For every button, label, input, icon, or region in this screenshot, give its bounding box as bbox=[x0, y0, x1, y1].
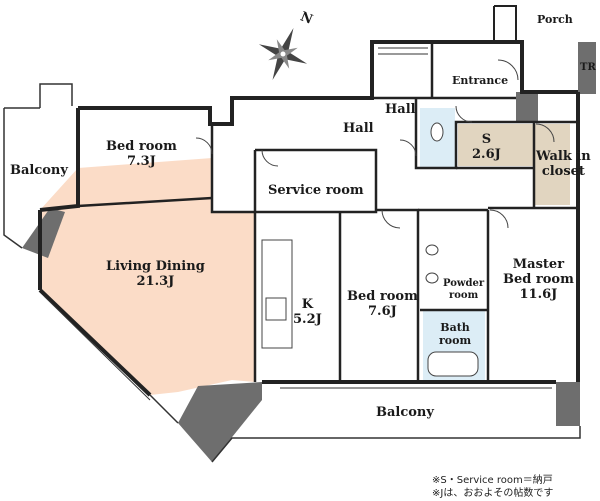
label-service-room: Service room bbox=[268, 183, 364, 198]
walk-in-closet-floor bbox=[534, 124, 570, 205]
master-bedroom-line2: Bed room bbox=[503, 271, 574, 287]
label-balcony-south: Balcony bbox=[376, 405, 434, 420]
label-tr: TR bbox=[580, 62, 596, 73]
porch-outline bbox=[493, 5, 517, 42]
powder-room-line1: Powder bbox=[443, 278, 485, 289]
storage-size: 2.6J bbox=[472, 146, 501, 162]
label-bedroom-center: Bed room 7.6J bbox=[347, 289, 418, 320]
powder-room-line2: room bbox=[448, 289, 479, 301]
master-bedroom-line1: Master bbox=[512, 257, 565, 272]
label-balcony-west: Balcony bbox=[10, 163, 68, 178]
walk-in-closet-line1: Walk in bbox=[536, 149, 591, 164]
bedroom-west-name: Bed room bbox=[106, 139, 177, 154]
basin-1 bbox=[425, 244, 439, 256]
label-porch: Porch bbox=[537, 13, 573, 26]
label-storage: S 2.6J bbox=[472, 132, 501, 163]
kitchen-sink bbox=[265, 297, 287, 321]
living-dining-size: 21.3J bbox=[136, 273, 175, 289]
column-south bbox=[178, 382, 262, 462]
interior-walls bbox=[77, 42, 578, 382]
kitchen-counter bbox=[261, 239, 293, 349]
column-hall bbox=[516, 92, 538, 122]
column-south-east bbox=[556, 382, 580, 426]
bathtub bbox=[427, 351, 479, 377]
label-powder-room: Powder room bbox=[443, 278, 484, 301]
kitchen-name: K bbox=[301, 297, 314, 312]
label-entrance: Entrance bbox=[452, 74, 509, 87]
label-kitchen: K 5.2J bbox=[293, 297, 322, 328]
door-swings bbox=[195, 59, 555, 229]
walls bbox=[38, 40, 580, 397]
label-master-bedroom: Master Bed room 11.6J bbox=[503, 257, 574, 303]
living-dining-floor bbox=[40, 158, 255, 395]
bedroom-center-size: 7.6J bbox=[368, 303, 397, 319]
bath-room-line1: Bath bbox=[440, 321, 470, 334]
balcony-outlines bbox=[3, 83, 581, 463]
label-living-dining: Living Dining 21.3J bbox=[106, 259, 205, 290]
note-storage: ※S・Service room＝納戸 bbox=[432, 475, 553, 486]
basin-2 bbox=[425, 272, 439, 284]
living-dining-name: Living Dining bbox=[106, 259, 205, 274]
bath-room-line2: room bbox=[439, 333, 472, 347]
label-walk-in-closet: Walk in closet bbox=[536, 149, 591, 180]
storage-name: S bbox=[481, 132, 492, 147]
walk-in-closet-line2: closet bbox=[541, 163, 585, 179]
toilet bbox=[430, 122, 444, 142]
kitchen-size: 5.2J bbox=[293, 311, 322, 327]
column-porch bbox=[578, 42, 596, 94]
storage-floor bbox=[458, 124, 534, 166]
windows bbox=[43, 47, 552, 401]
label-bath-room: Bath room bbox=[439, 321, 472, 347]
label-hall-b: Hall bbox=[343, 121, 374, 136]
column-west bbox=[22, 208, 65, 258]
bedroom-west-size: 7.3J bbox=[127, 153, 156, 169]
label-bedroom-west: Bed room 7.3J bbox=[106, 139, 177, 170]
bedroom-center-name: Bed room bbox=[347, 289, 418, 304]
compass bbox=[258, 28, 308, 80]
master-bedroom-size: 11.6J bbox=[519, 286, 558, 302]
note-jo: ※Jは、おおよその帖数です bbox=[432, 488, 554, 499]
label-hall-a: Hall bbox=[385, 102, 416, 117]
